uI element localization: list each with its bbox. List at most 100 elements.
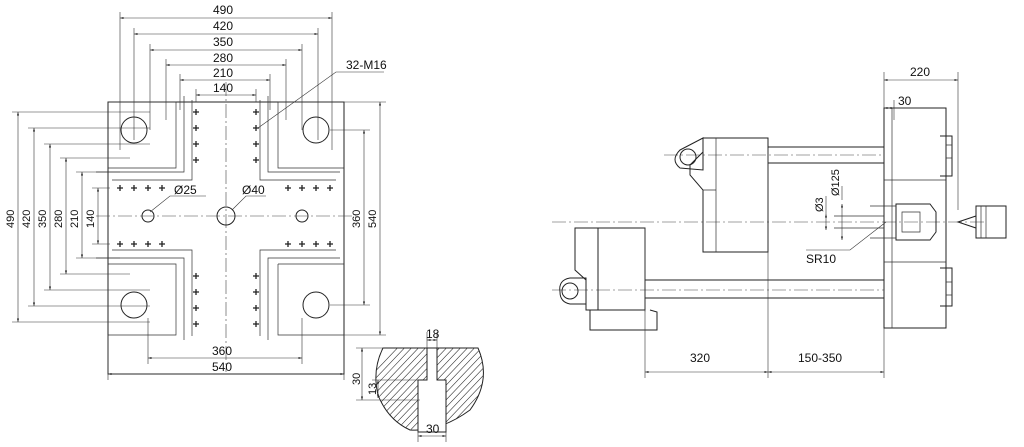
dim-left-140: 140 [85,210,97,228]
right-dimensions: 360 540 [330,101,386,336]
hole-label-25: Ø25 [174,183,197,197]
tslot-dim-13: 13 [367,383,379,395]
hatch-line [442,348,484,431]
locating-ring [895,203,937,241]
m16-hole [159,185,165,191]
toggle-pin [679,148,697,166]
hatch-line [456,348,484,431]
lower-link [559,277,587,305]
dim-right-360: 360 [351,210,363,228]
hatch-line [499,340,594,440]
tie-bar-corner-tr [277,101,344,169]
hole-label-40: Ø40 [242,183,265,197]
hatch-line [506,340,601,440]
dim-dia-125: Ø125 [830,169,842,196]
dim-150-350: 150-350 [798,351,842,365]
m16-hole [193,273,199,279]
tslot-dim-30-depth: 30 [351,373,363,385]
side-view: 220 30 Ø3 Ø125 SR10 320 150-350 [552,65,1007,378]
dim-220: 220 [910,65,930,79]
toggle-pin [561,282,579,300]
side-hole [141,209,155,223]
fixed-platen [883,107,947,329]
m16-hole [313,185,319,191]
left-dimensions: 490 420 350 280 210 140 [5,111,150,323]
m16-hole [117,185,123,191]
dim-top-140: 140 [213,81,233,95]
top-dimensions: 490 420 350 280 210 140 [119,3,333,150]
base-bracket [589,309,658,331]
leaders: 32-M16 Ø25 Ø40 [149,58,387,213]
dim-left-280: 280 [53,210,65,228]
toggle-link-top [674,137,704,171]
m16-hole [253,289,259,295]
tie-bar-bottom [645,279,885,299]
threaded-holes [117,109,333,327]
tie-bar-corner-bl [108,263,177,336]
m16-hole [253,157,259,163]
hatch-line [435,348,484,431]
hatch-line [375,348,434,431]
dim-right-540: 540 [367,210,379,228]
tie-bar-hole [120,291,148,319]
side-hole [295,209,309,223]
m16-hole [299,185,305,191]
hatch-line [400,348,484,431]
tie-bar-nut [940,267,953,307]
tie-bar-hole [302,291,330,319]
m16-hole [131,185,137,191]
m16-hole [117,241,123,247]
dim-top-280: 280 [213,51,233,65]
hatch-line [492,340,587,440]
dim-320: 320 [690,351,710,365]
dim-bottom-540: 540 [212,360,232,374]
tie-bar-nut [940,135,953,177]
tslot-dim-30-bottom: 30 [426,422,440,436]
center-hole [216,206,236,226]
m16-hole [193,141,199,147]
m16-hole [145,241,151,247]
m16-hole [253,273,259,279]
m16-hole [131,241,137,247]
m16-hole [193,125,199,131]
hatch-line [485,340,580,440]
dim-left-490: 490 [5,210,17,228]
m16-hole [299,241,305,247]
hatch-line [375,348,455,431]
dim-30: 30 [898,94,912,108]
dim-top-490: 490 [213,3,233,17]
tslot-dim-18: 18 [426,327,440,341]
dim-top-350: 350 [213,35,233,49]
hatch-line [375,348,441,431]
m16-hole [159,241,165,247]
m16-hole [253,305,259,311]
m16-hole [313,241,319,247]
dim-left-350: 350 [37,210,49,228]
m16-hole [253,109,259,115]
hatch-line [375,348,420,431]
m16-hole [193,157,199,163]
dim-left-420: 420 [21,210,33,228]
m16-hole [193,321,199,327]
tie-bar-corner-br [277,263,344,336]
dim-dia-3: Ø3 [814,197,826,212]
bottom-dimensions: 360 540 [107,318,345,380]
hatch-line [463,348,484,431]
injection-unit [975,205,1007,239]
m16-hole [253,141,259,147]
dim-top-420: 420 [213,19,233,33]
m16-hole [285,185,291,191]
tslot-hatching [375,340,601,440]
m16-hole [327,185,333,191]
thread-label: 32-M16 [346,58,387,72]
tslot-detail: 18 30 30 13 [351,327,601,442]
hatch-line [375,348,406,431]
hatch-line [477,348,484,431]
m16-hole [193,289,199,295]
m16-hole [193,305,199,311]
hatch-line [470,348,484,431]
dim-sr10: SR10 [806,252,836,266]
hatch-line [449,348,484,431]
m16-hole [327,241,333,247]
